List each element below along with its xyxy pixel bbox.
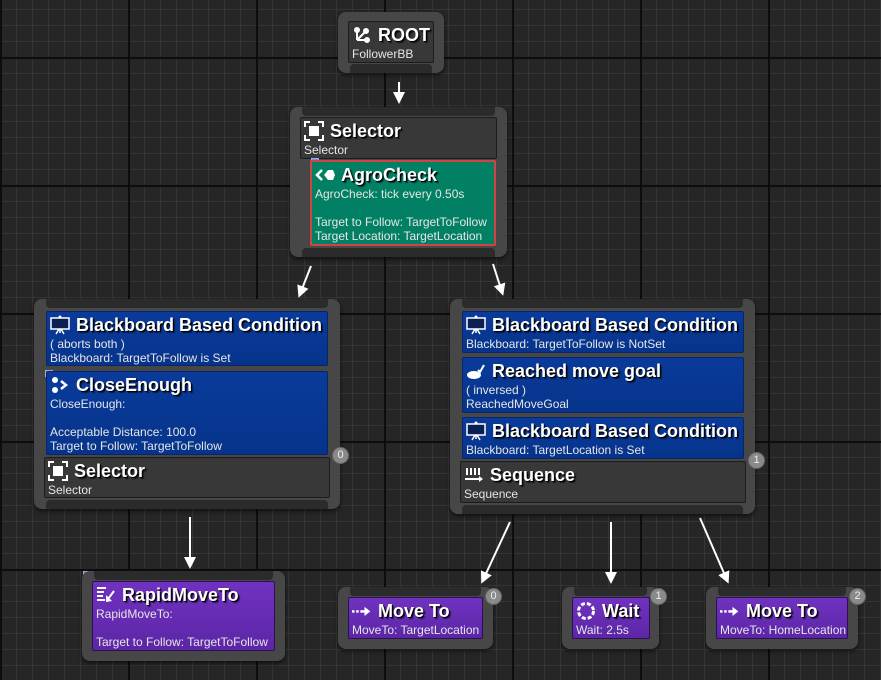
execution-index-badge: 2 <box>849 588 866 605</box>
input-pin[interactable] <box>302 107 495 116</box>
decorator-title: Reached move goal <box>492 360 662 381</box>
task-title: RapidMoveTo <box>122 584 239 605</box>
task-title: Move To <box>378 600 450 621</box>
task-title: Wait <box>602 600 640 621</box>
left-selector-title: Selector <box>74 460 146 481</box>
root-fork-icon <box>352 25 372 45</box>
input-pin[interactable] <box>94 571 273 580</box>
input-pin[interactable] <box>718 587 846 596</box>
agrocheck-line: AgroCheck: tick every 0.50s <box>315 187 465 201</box>
custom-task-icon <box>96 585 116 605</box>
root-block[interactable]: ROOT FollowerBB <box>348 21 434 63</box>
top-selector-block[interactable]: Selector Selector <box>300 117 497 159</box>
blackboard-icon <box>50 315 70 335</box>
moveto-target-task-node[interactable]: Move To MoveTo: TargetLocation 0 <box>338 587 502 649</box>
move-to-icon <box>352 601 372 621</box>
blackboard-decorator-block[interactable]: Blackboard Based Condition Blackboard: T… <box>462 417 744 459</box>
decorator-title: CloseEnough <box>76 374 192 395</box>
moveto-home-task-node[interactable]: Move To MoveTo: HomeLocation 2 <box>706 587 866 649</box>
output-pin[interactable] <box>350 64 432 73</box>
task-line: RapidMoveTo: <box>96 607 173 621</box>
execution-index-badge: 0 <box>485 588 502 605</box>
task-line <box>96 621 271 635</box>
top-selector-subtitle: Selector <box>304 143 349 157</box>
wait-task-node[interactable]: Wait Wait: 2.5s 1 <box>562 587 667 649</box>
top-selector-title: Selector <box>330 120 402 141</box>
decorator-line: CloseEnough: <box>50 397 126 411</box>
blackboard-icon <box>466 421 486 441</box>
custom-decorator-icon <box>50 375 70 395</box>
task-line: MoveTo: TargetLocation <box>352 623 480 637</box>
decorator-line: Target to Follow: TargetToFollow <box>50 439 222 453</box>
execution-index-badge: 1 <box>748 452 765 469</box>
agrocheck-service-block[interactable]: AgroCheck AgroCheck: tick every 0.50s Ta… <box>310 160 496 246</box>
input-pin[interactable] <box>462 299 743 308</box>
root-node[interactable]: ROOT FollowerBB <box>338 12 444 73</box>
decorator-line: ( aborts both ) <box>50 337 125 351</box>
moveto-home-block[interactable]: Move To MoveTo: HomeLocation <box>716 597 848 639</box>
sequence-block[interactable]: Sequence Sequence <box>460 461 746 503</box>
input-pin[interactable] <box>574 587 647 596</box>
left-selector-block[interactable]: Selector Selector <box>44 457 330 498</box>
closeenough-decorator-block[interactable]: CloseEnough CloseEnough: Acceptable Dist… <box>46 371 328 455</box>
decorator-line: Blackboard: TargetToFollow is NotSet <box>466 337 666 351</box>
moveto-target-block[interactable]: Move To MoveTo: TargetLocation <box>348 597 483 639</box>
decorator-line: ReachedMoveGoal <box>466 397 569 411</box>
move-to-icon <box>720 601 740 621</box>
execution-index-badge: 1 <box>650 588 667 605</box>
decorator-line: ( inversed ) <box>466 383 527 397</box>
rapidmoveto-block[interactable]: RapidMoveTo RapidMoveTo: Target to Follo… <box>92 581 275 651</box>
reached-move-goal-decorator-block[interactable]: Reached move goal ( inversed ) ReachedMo… <box>462 357 744 413</box>
selector-icon <box>304 121 324 141</box>
decorator-line <box>50 411 324 425</box>
agrocheck-line: Target to Follow: TargetToFollow <box>315 215 487 229</box>
sequence-icon <box>464 465 484 485</box>
output-pin[interactable] <box>46 500 328 509</box>
task-line: Target to Follow: TargetToFollow <box>96 635 268 649</box>
top-selector-node[interactable]: Selector Selector AgroCheck AgroCheck: t… <box>290 107 507 257</box>
sequence-subtitle: Sequence <box>464 487 519 501</box>
wire-selector-to-right <box>492 263 506 296</box>
decorator-title: Blackboard Based Condition <box>76 314 323 335</box>
output-pin[interactable] <box>302 248 495 257</box>
root-subtitle: FollowerBB <box>352 47 414 61</box>
agrocheck-line <box>315 201 491 215</box>
selector-icon <box>48 461 68 481</box>
blackboard-icon <box>466 315 486 335</box>
root-title: ROOT <box>378 24 430 45</box>
blackboard-decorator-block[interactable]: Blackboard Based Condition ( aborts both… <box>46 311 328 366</box>
reached-goal-icon <box>466 361 486 381</box>
wire-sequence-to-moveto-target <box>480 521 511 584</box>
task-line: Wait: 2.5s <box>576 623 629 637</box>
wait-block[interactable]: Wait Wait: 2.5s <box>572 597 650 639</box>
input-pin[interactable] <box>46 299 328 308</box>
left-selector-node[interactable]: Blackboard Based Condition ( aborts both… <box>34 299 349 509</box>
rapidmoveto-task-node[interactable]: RapidMoveTo RapidMoveTo: Target to Follo… <box>82 571 285 661</box>
decorator-title: Blackboard Based Condition <box>492 314 739 335</box>
output-pin[interactable] <box>462 505 743 514</box>
left-selector-subtitle: Selector <box>48 483 93 497</box>
decorator-line: Blackboard: TargetLocation is Set <box>466 443 645 457</box>
sequence-title: Sequence <box>490 464 576 485</box>
wire-sequence-to-moveto-home <box>699 517 730 584</box>
agrocheck-title: AgroCheck <box>341 164 438 185</box>
blackboard-decorator-block[interactable]: Blackboard Based Condition Blackboard: T… <box>462 311 744 353</box>
decorator-title: Blackboard Based Condition <box>492 420 739 441</box>
decorator-line: Blackboard: TargetToFollow is Set <box>50 351 231 365</box>
service-icon <box>315 165 335 185</box>
input-pin[interactable] <box>350 587 481 596</box>
decorator-line: Acceptable Distance: 100.0 <box>50 425 197 439</box>
wait-icon <box>576 601 596 621</box>
agrocheck-line: Target Location: TargetLocation <box>315 229 483 243</box>
task-title: Move To <box>746 600 818 621</box>
task-line: MoveTo: HomeLocation <box>720 623 847 637</box>
right-sequence-node[interactable]: Blackboard Based Condition Blackboard: T… <box>450 299 765 514</box>
wire-selector-to-left <box>297 265 312 298</box>
execution-index-badge: 0 <box>332 447 349 464</box>
